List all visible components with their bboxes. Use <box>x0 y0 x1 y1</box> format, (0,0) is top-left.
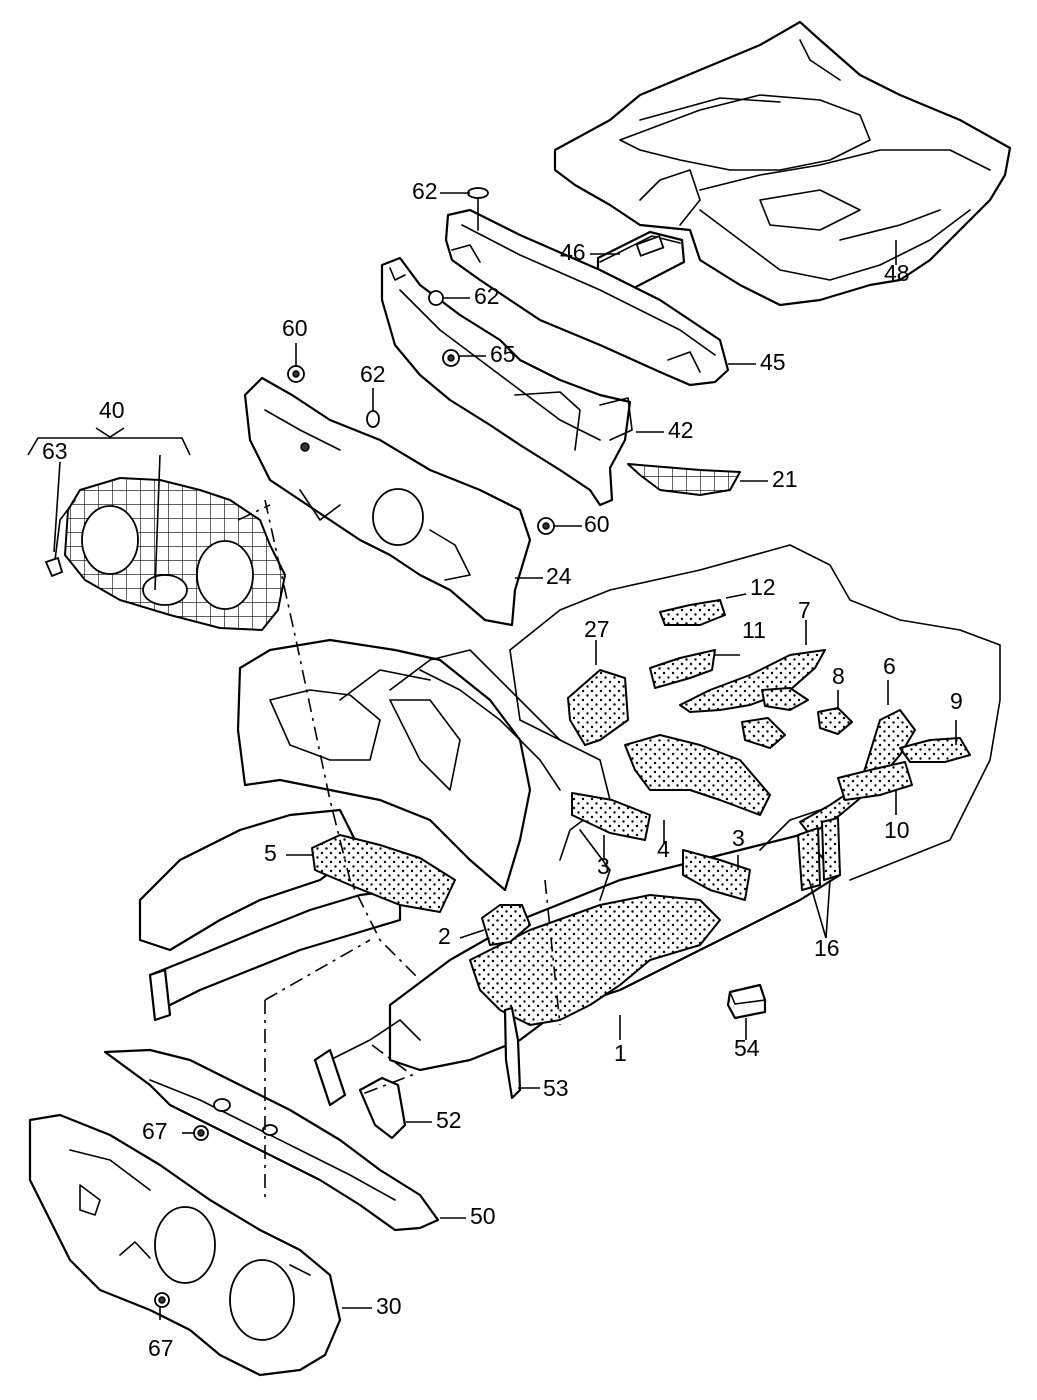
firewall-insulation-24 <box>243 376 532 627</box>
bulkhead-insulation-42 <box>380 256 633 507</box>
fastener-clips <box>44 187 555 1308</box>
mat-9 <box>899 737 971 763</box>
callout-9: 9 <box>950 688 963 714</box>
callout-30: 30 <box>376 1293 402 1319</box>
callout-54: 54 <box>734 1035 760 1061</box>
callout-11: 11 <box>742 617 766 643</box>
callout-21: 21 <box>772 466 798 492</box>
clip-62-mid <box>428 290 444 306</box>
clip-63 <box>44 556 64 578</box>
mat-16b <box>821 817 841 881</box>
callout-8: 8 <box>832 663 845 689</box>
clip-67-top <box>193 1125 209 1141</box>
callout-12: 12 <box>750 574 776 600</box>
mat-8b <box>761 687 809 711</box>
callout-48: 48 <box>884 260 910 286</box>
callout-1: 1 <box>614 1040 627 1066</box>
leader-lines <box>27 192 957 1320</box>
callout-62-top: 62 <box>412 178 438 204</box>
clip-65 <box>442 349 460 367</box>
callout-46: 46 <box>560 239 586 265</box>
callout-65: 65 <box>490 341 516 367</box>
mat-2 <box>481 904 531 946</box>
mat-5 <box>311 834 456 913</box>
callout-67-bottom: 67 <box>148 1335 174 1361</box>
clip-60-right <box>537 517 555 535</box>
mat-8 <box>817 707 853 735</box>
callout-60-right: 60 <box>584 511 610 537</box>
mat-27 <box>567 669 629 746</box>
callout-4: 4 <box>657 836 670 862</box>
callout-5: 5 <box>264 840 277 866</box>
strip-53 <box>503 1006 522 1100</box>
callout-7: 7 <box>798 597 811 623</box>
callout-10: 10 <box>884 817 910 843</box>
assembly-lines <box>237 499 561 1200</box>
callout-62-mid: 62 <box>474 283 500 309</box>
callout-40: 40 <box>99 397 125 423</box>
rear-floor-carpet-48 <box>553 20 1012 307</box>
mat-10 <box>837 761 913 801</box>
callout-53: 53 <box>543 1075 569 1101</box>
mat-3b <box>682 849 751 901</box>
mat-11 <box>649 649 716 689</box>
callout-45: 45 <box>760 349 786 375</box>
callout-62-small: 62 <box>360 361 386 387</box>
firewall-insulation-30 <box>28 1113 342 1377</box>
mat-4 <box>624 734 771 816</box>
callout-27: 27 <box>584 616 610 642</box>
clip-54 <box>726 983 767 1020</box>
callout-67-top: 67 <box>142 1118 168 1144</box>
insulation-mats <box>311 599 971 1026</box>
callout-labels: 62 46 48 62 60 65 45 62 40 42 63 21 60 2… <box>42 178 963 1361</box>
callout-6: 6 <box>883 653 896 679</box>
callout-3a: 3 <box>597 853 610 879</box>
mesh-pad-21 <box>627 463 741 496</box>
callout-63: 63 <box>42 438 68 464</box>
pad-46 <box>596 230 686 292</box>
mat-12 <box>659 599 726 626</box>
clip-60-top <box>287 365 305 383</box>
pad-52 <box>358 1076 407 1140</box>
mat-7 <box>679 649 826 713</box>
callout-42: 42 <box>668 417 694 443</box>
mesh-insulation-40 <box>54 477 286 631</box>
callout-50: 50 <box>470 1203 496 1229</box>
clip-62-small <box>366 410 380 428</box>
callout-52: 52 <box>436 1107 462 1133</box>
callout-2: 2 <box>438 923 451 949</box>
lower-cowl-50 <box>103 1048 440 1232</box>
callout-3b: 3 <box>732 825 745 851</box>
callout-60-top: 60 <box>282 315 308 341</box>
mat-3a <box>571 792 651 841</box>
callout-16: 16 <box>814 935 840 961</box>
vehicle-body-shell <box>138 544 1001 1107</box>
clip-67-bottom <box>154 1292 170 1308</box>
cowl-insulation-45 <box>444 208 730 387</box>
mat-16a <box>797 827 821 891</box>
callout-24: 24 <box>546 563 572 589</box>
mat-8c <box>741 717 786 749</box>
